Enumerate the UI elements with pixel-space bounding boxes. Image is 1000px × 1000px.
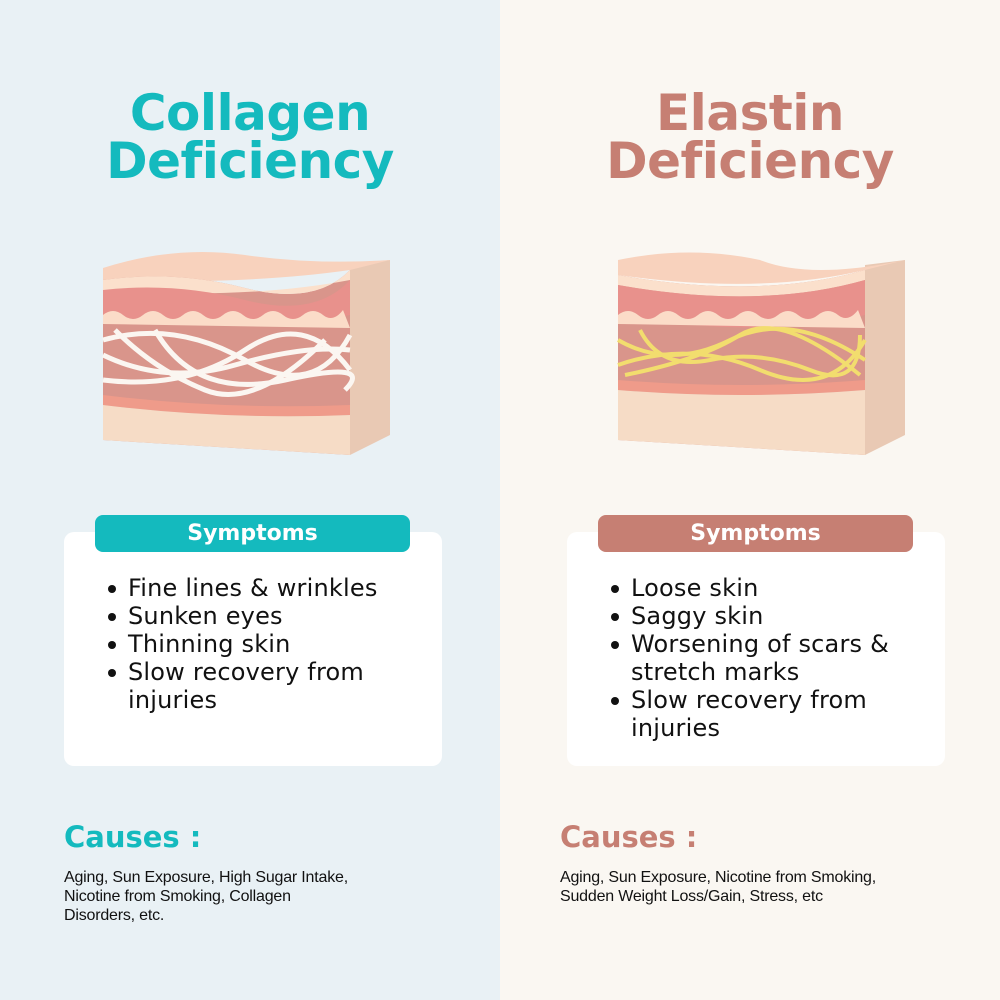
symptom-item: Saggy skin	[607, 602, 937, 630]
symptom-item: Sunken eyes	[104, 602, 434, 630]
symptom-item: Thinning skin	[104, 630, 434, 658]
collagen-title-line1: Collagen	[129, 84, 371, 142]
collagen-symptoms-card: Fine lines & wrinkles Sunken eyes Thinni…	[64, 532, 442, 766]
symptom-item: Slow recovery from injuries	[104, 658, 434, 714]
collagen-symptoms-list: Fine lines & wrinkles Sunken eyes Thinni…	[104, 574, 434, 714]
elastin-causes-text: Aging, Sun Exposure, Nicotine from Smoki…	[560, 869, 877, 905]
symptom-item: Worsening of scars & stretch marks	[607, 630, 907, 686]
symptom-item: Slow recovery from injuries	[607, 686, 937, 742]
symptom-item: Fine lines & wrinkles	[104, 574, 434, 602]
collagen-causes-text: Aging, Sun Exposure, High Sugar Intake, …	[64, 869, 348, 924]
elastin-symptoms-list: Loose skin Saggy skin Worsening of scars…	[607, 574, 937, 742]
collagen-symptoms-badge: Symptoms	[95, 515, 410, 552]
elastin-title-line2: Deficiency	[606, 132, 894, 190]
elastin-skin-illustration	[617, 252, 905, 455]
elastin-symptoms-card: Loose skin Saggy skin Worsening of scars…	[567, 532, 945, 766]
elastin-panel: Elastin Deficiency Loose skin Saggy skin…	[500, 0, 1000, 1000]
collagen-skin-illustration	[101, 251, 390, 455]
collagen-title-line2: Deficiency	[106, 132, 394, 190]
elastin-symptoms-badge: Symptoms	[598, 515, 913, 552]
elastin-title-line1: Elastin	[656, 84, 844, 142]
symptom-item: Loose skin	[607, 574, 937, 602]
elastin-causes-heading: Causes :	[560, 820, 698, 854]
collagen-causes-heading: Causes :	[64, 820, 202, 854]
collagen-panel: Collagen Deficiency Fine lines & wrinkle…	[0, 0, 500, 1000]
